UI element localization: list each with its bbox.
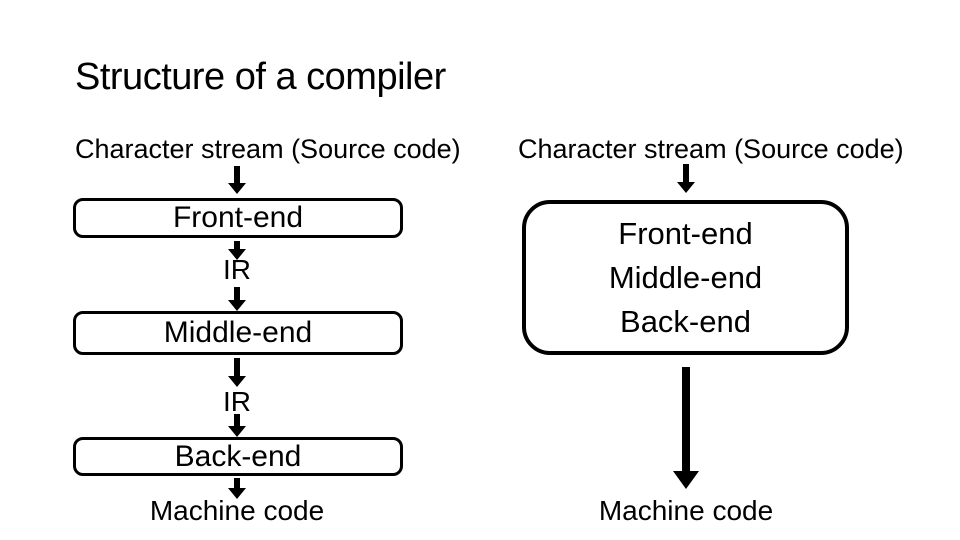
arrow-down-icon — [673, 367, 699, 489]
ir-label: IR — [223, 254, 251, 285]
arrow-head — [228, 426, 246, 437]
stage-label: Middle-end — [608, 259, 763, 295]
arrow-down-icon — [228, 287, 246, 311]
arrow-head — [673, 471, 699, 489]
ir-label: IR — [223, 386, 251, 417]
arrow-head — [228, 376, 246, 387]
stage-label: Back-end — [174, 439, 302, 473]
arrow-shaft — [234, 166, 240, 183]
arrow-shaft — [234, 478, 240, 488]
left-output-label: Machine code — [149, 495, 325, 526]
arrow-head — [228, 300, 246, 311]
arrow-head — [677, 182, 695, 193]
arrow-down-icon — [228, 358, 246, 387]
arrow-shaft — [682, 367, 690, 471]
slide-title: Structure of a compiler — [75, 56, 446, 98]
arrow-shaft — [683, 164, 689, 182]
stage-label: Middle-end — [163, 316, 313, 349]
arrow-shaft — [234, 241, 240, 249]
stage-label: Front-end — [172, 201, 304, 234]
left-stage-box-middle-end: Middle-end — [73, 311, 403, 355]
arrow-down-icon — [228, 414, 246, 437]
arrow-down-icon — [228, 166, 246, 194]
left-stage-box-back-end: Back-end — [73, 437, 403, 476]
arrow-head — [228, 183, 246, 194]
right-input-label: Character stream (Source code) — [518, 134, 904, 164]
right-output-label: Machine code — [598, 495, 774, 526]
arrow-head — [228, 488, 246, 499]
arrow-down-icon — [677, 164, 695, 193]
stage-label: Back-end — [620, 303, 751, 339]
arrow-shaft — [234, 287, 240, 300]
left-input-label: Character stream (Source code) — [75, 134, 461, 164]
arrow-head — [228, 249, 246, 260]
arrow-shaft — [234, 358, 240, 376]
stage-label: Front-end — [618, 215, 753, 251]
left-stage-box-front-end: Front-end — [73, 198, 403, 238]
arrow-shaft — [234, 414, 240, 426]
arrow-down-icon — [228, 241, 246, 260]
right-merged-stage-box: Front-end Middle-end Back-end — [522, 200, 849, 355]
arrow-down-icon — [228, 478, 246, 499]
